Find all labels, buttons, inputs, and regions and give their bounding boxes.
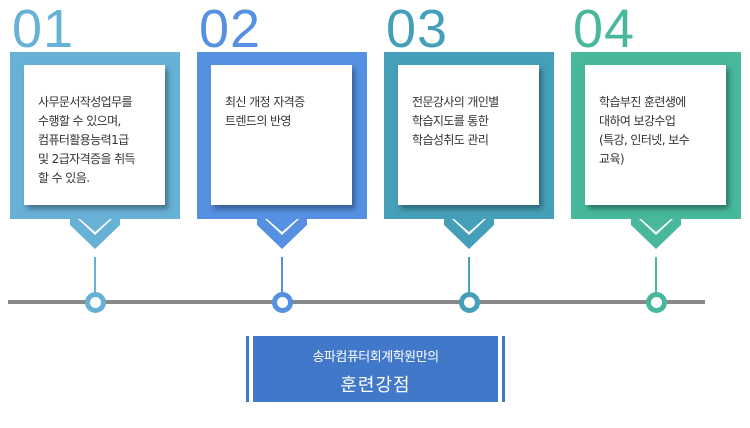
- timeline-dot: [272, 292, 293, 313]
- chevron-down-icon: [444, 219, 494, 249]
- chevron-down-icon: [70, 219, 120, 249]
- banner-right-bar: [502, 336, 505, 402]
- connector-line: [468, 257, 470, 293]
- step-03: 03 전문강사의 개인별 학습지도를 통한 학습성취도 관리: [384, 0, 554, 313]
- step-number: 01: [12, 0, 75, 59]
- step-frame: 사무문서작성업무를 수행할 수 있으며, 컴퓨터활용능력1급 및 2급자격증을 …: [10, 52, 180, 219]
- step-frame: 학습부진 훈련생에 대하여 보강수업 (특강, 인터넷, 보수 교육): [571, 52, 741, 219]
- step-number: 03: [386, 0, 449, 59]
- step-text: 사무문서작성업무를 수행할 수 있으며, 컴퓨터활용능력1급 및 2급자격증을 …: [38, 95, 136, 185]
- step-text: 최신 개정 자격증 트렌드의 반영: [225, 95, 305, 128]
- step-02: 02 최신 개정 자격증 트렌드의 반영: [197, 0, 367, 313]
- step-04: 04 학습부진 훈련생에 대하여 보강수업 (특강, 인터넷, 보수 교육): [571, 0, 741, 313]
- step-number: 02: [199, 0, 262, 59]
- banner-box: 송파컴퓨터회계학원만의 훈련강점: [253, 336, 498, 402]
- banner-left-bar: [246, 336, 249, 402]
- step-text: 학습부진 훈련생에 대하여 보강수업 (특강, 인터넷, 보수 교육): [599, 95, 690, 166]
- strengths-banner: 송파컴퓨터회계학원만의 훈련강점: [246, 336, 505, 402]
- step-card: 사무문서작성업무를 수행할 수 있으며, 컴퓨터활용능력1급 및 2급자격증을 …: [24, 65, 165, 205]
- timeline-dot: [459, 292, 480, 313]
- chevron-down-icon: [631, 219, 681, 249]
- timeline-line: [8, 300, 705, 304]
- banner-subtitle: 송파컴퓨터회계학원만의: [312, 350, 439, 365]
- connector-line: [94, 257, 96, 293]
- step-frame: 전문강사의 개인별 학습지도를 통한 학습성취도 관리: [384, 52, 554, 219]
- chevron-down-icon: [257, 219, 307, 249]
- timeline-dot: [646, 292, 667, 313]
- timeline-dot: [85, 292, 106, 313]
- connector-line: [655, 257, 657, 293]
- step-card: 전문강사의 개인별 학습지도를 통한 학습성취도 관리: [398, 65, 539, 205]
- step-number: 04: [573, 0, 636, 59]
- connector-line: [281, 257, 283, 293]
- step-01: 01 사무문서작성업무를 수행할 수 있으며, 컴퓨터활용능력1급 및 2급자격…: [10, 0, 180, 313]
- step-text: 전문강사의 개인별 학습지도를 통한 학습성취도 관리: [412, 95, 499, 147]
- step-frame: 최신 개정 자격증 트렌드의 반영: [197, 52, 367, 219]
- step-card: 학습부진 훈련생에 대하여 보강수업 (특강, 인터넷, 보수 교육): [585, 65, 726, 205]
- banner-title: 훈련강점: [340, 375, 411, 396]
- step-card: 최신 개정 자격증 트렌드의 반영: [211, 65, 352, 205]
